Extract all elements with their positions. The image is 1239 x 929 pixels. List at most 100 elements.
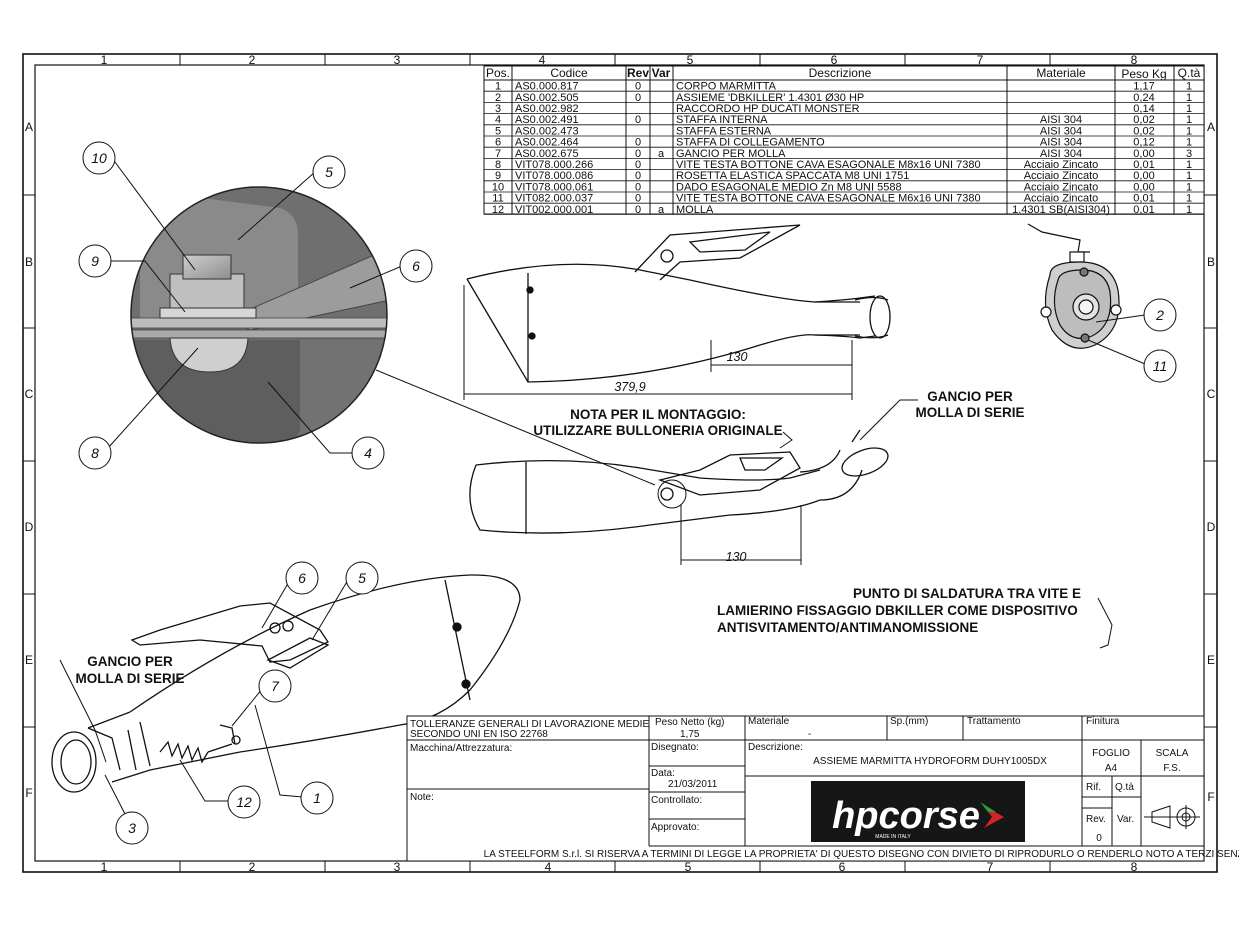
logo-made-in-italy: MADE IN ITALY: [875, 834, 911, 840]
bom-row-lines: [484, 90, 1204, 215]
bom-cell-materiale: Acciaio Zincato: [1024, 159, 1099, 171]
col-label-1: 1: [101, 53, 108, 67]
bom-cell-codice: AS0.002.473: [515, 125, 579, 137]
bom-cell-peso: 0,00: [1133, 181, 1154, 193]
bom-cell-materiale: AISI 304: [1040, 114, 1082, 126]
bom-cell-materiale: AISI 304: [1040, 125, 1082, 137]
balloon-9-label: 9: [91, 253, 99, 269]
bom-cell-rev: 0: [635, 159, 641, 171]
bom-cell-materiale: AISI 304: [1040, 148, 1082, 160]
bom-cell-var: a: [658, 148, 665, 160]
bom-cell-descrizione: MOLLA: [676, 204, 714, 216]
grid-columns-top: 1 2 3 4 5 6 7 8: [101, 53, 1138, 67]
col-label-3: 3: [394, 53, 401, 67]
balloon-5-detail-label: 5: [325, 164, 333, 180]
balloon-3: [115, 811, 149, 845]
tb-macchina-label: Macchina/Attrezzatura:: [410, 743, 512, 754]
bom-header-materiale: Materiale: [1036, 66, 1086, 80]
note-montaggio-line1: NOTA PER IL MONTAGGIO:: [570, 407, 746, 422]
tb-tolleranze-2: SECONDO UNI EN ISO 22768: [410, 729, 548, 740]
note-gancio-left-line1: GANCIO PER: [87, 654, 173, 669]
detail-view: [130, 186, 388, 444]
bom-cell-rev: 0: [635, 170, 641, 182]
tb-scala-value: F.S.: [1163, 763, 1180, 774]
bom-cell-peso: 0,14: [1133, 103, 1154, 115]
bom-cell-codice: AS0.002.505: [515, 92, 579, 104]
balloon-3-label: 3: [128, 820, 136, 836]
bom-cell-qta: 1: [1186, 92, 1192, 104]
col-label-4: 4: [539, 53, 546, 67]
row-label-F: F: [25, 786, 32, 800]
bom-header-codice: Codice: [550, 66, 588, 80]
bom-cell-pos: 9: [495, 170, 501, 182]
outer-frame: [22, 53, 1218, 873]
row-label-D: D: [25, 520, 34, 534]
balloon-12: [227, 785, 261, 819]
bom-cell-descrizione: STAFFA INTERNA: [676, 114, 768, 126]
bom-cell-pos: 6: [495, 137, 501, 149]
balloon-9: [78, 244, 112, 278]
bom-cell-qta: 1: [1186, 103, 1192, 115]
bom-cell-pos: 3: [495, 103, 501, 115]
gancio-left-leader: [59, 659, 107, 763]
bom-cell-materiale: AISI 304: [1040, 137, 1082, 149]
note-saldatura-line1: PUNTO DI SALDATURA TRA VITE E: [853, 586, 1081, 601]
saldatura-leader: [1097, 597, 1113, 649]
top-side-view: [463, 224, 891, 400]
bom-cell-materiale: Acciaio Zincato: [1024, 181, 1099, 193]
bom-header-var: Var: [652, 66, 671, 80]
col-label-bottom-7: 7: [987, 860, 994, 874]
bom-cell-pos: 11: [492, 193, 503, 205]
middle-side-view: [469, 399, 918, 565]
bom-cell-pos: 12: [492, 204, 504, 216]
bom-cell-descrizione: ROSETTA ELASTICA SPACCATA M8 UNI 1751: [676, 170, 909, 182]
bom-cell-descrizione: RACCORDO HP DUCATI MONSTER: [676, 103, 860, 115]
bom-cell-peso: 0,00: [1133, 170, 1154, 182]
balloon-1-label: 1: [313, 790, 321, 806]
bom-cell-qta: 1: [1186, 170, 1192, 182]
tb-peso-value: 1,75: [680, 729, 700, 740]
tb-rev-value: 0: [1096, 833, 1102, 844]
bom-cell-materiale: Acciaio Zincato: [1024, 193, 1099, 205]
detail-leader: [375, 369, 656, 486]
bom-cell-qta: 1: [1186, 81, 1192, 93]
bom-header: Pos. Codice Rev Var Descrizione Material…: [486, 66, 1201, 81]
bom-cell-var: a: [658, 204, 665, 216]
row-label-right-E: E: [1207, 653, 1215, 667]
balloon-8-label: 8: [91, 445, 99, 461]
tb-data-value: 21/03/2011: [668, 779, 718, 790]
bom-table: Pos. Codice Rev Var Descrizione Material…: [483, 65, 1205, 216]
hpcorse-logo: hpcorse MADE IN ITALY: [811, 781, 1025, 842]
bom-cell-descrizione: VITE TESTA BOTTONE CAVA ESAGONALE M8x16 …: [676, 159, 981, 171]
bom-cell-peso: 1,17: [1133, 81, 1154, 93]
col-label-8: 8: [1131, 53, 1138, 67]
bom-cell-pos: 1: [495, 81, 501, 93]
col-label-bottom-3: 3: [394, 860, 401, 874]
balloon-11-label: 11: [1153, 358, 1168, 374]
bom-cell-materiale: Acciaio Zincato: [1024, 170, 1099, 182]
tb-disclaimer: LA STEELFORM S.r.l. SI RISERVA A TERMINI…: [484, 849, 1239, 860]
tb-finitura-label: Finitura: [1086, 716, 1120, 727]
isometric-view: [51, 574, 521, 793]
row-label-C: C: [25, 387, 34, 401]
bom-cell-peso: 0,02: [1133, 114, 1154, 126]
bom-cell-peso: 0,02: [1133, 125, 1154, 137]
bom-cell-pos: 8: [495, 159, 501, 171]
bom-cell-peso: 0,01: [1133, 193, 1154, 205]
bom-cell-pos: 10: [492, 181, 504, 193]
balloon-4: [351, 436, 385, 470]
tb-var-label: Var.: [1117, 814, 1134, 825]
tb-peso-label: Peso Netto (kg): [655, 717, 724, 728]
bom-cell-qta: 1: [1186, 204, 1192, 216]
row-label-right-D: D: [1207, 520, 1216, 534]
note-saldatura-line2: LAMIERINO FISSAGGIO DBKILLER COME DISPOS…: [717, 603, 1078, 618]
bom-cell-descrizione: CORPO MARMITTA: [676, 81, 777, 93]
bom-cell-descrizione: ASSIEME 'DBKILLER' 1.4301 Ø30 HP: [676, 92, 864, 104]
tb-foglio-value: A4: [1105, 763, 1118, 774]
bom-header-qta: Q.tà: [1178, 66, 1201, 80]
tb-data-label: Data:: [651, 768, 675, 779]
balloon-4-label: 4: [364, 445, 372, 461]
tb-descrizione-label: Descrizione:: [748, 742, 803, 753]
tb-materiale-value: -: [808, 729, 811, 740]
note-gancio-top-line2: MOLLA DI SERIE: [915, 405, 1024, 420]
